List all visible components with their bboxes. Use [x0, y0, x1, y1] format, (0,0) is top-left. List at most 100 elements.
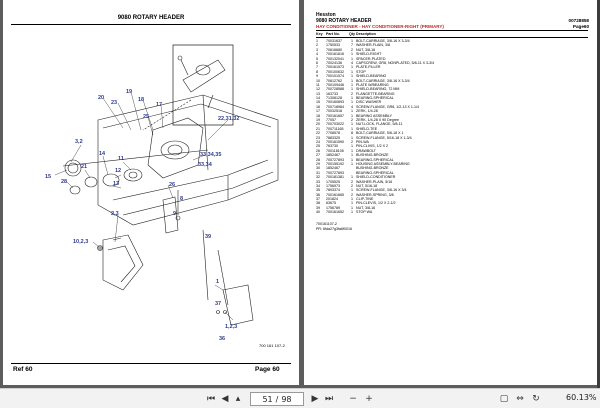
fit-page-icon[interactable]: ▢	[499, 393, 509, 404]
row-part-no: 700109446	[326, 82, 344, 87]
prev-page-icon[interactable]: ◀	[221, 393, 229, 404]
row-qty: 1	[351, 65, 353, 70]
callout-36: 36	[219, 336, 225, 342]
scrollbar[interactable]	[597, 0, 600, 388]
row-key: 23	[316, 135, 320, 140]
zoom-in-icon[interactable]: +	[365, 393, 373, 404]
callout-9: 9	[173, 211, 176, 217]
row-qty: 2	[351, 118, 353, 123]
row-qty: 1	[351, 96, 353, 101]
row-description: FLANGETTE-BEARING	[356, 91, 395, 96]
row-description: SCREW-FLANGE, 3/8-16 X 3/4	[356, 188, 407, 193]
col-part-no: Part No.	[326, 32, 340, 36]
row-key: 1	[316, 39, 318, 43]
row-qty: 1	[351, 69, 353, 74]
callout-12: 12	[115, 168, 121, 174]
row-part-no: 700118105	[326, 148, 344, 153]
row-part-no: 700161665	[326, 192, 344, 197]
row-part-no: 1852467	[326, 166, 340, 171]
row-description: PIN-CLIVIS, 1/2 X 2	[356, 144, 388, 149]
row-description: NUT-LOCK, FLANGE, 5/8-11	[356, 122, 403, 127]
rotate-icon[interactable]: ↻	[532, 393, 540, 404]
callout-25: 25	[143, 114, 149, 120]
row-key: 21	[316, 126, 320, 131]
row-part-no: 70032518	[326, 109, 342, 114]
row-description: NUT, 5/16-18	[356, 183, 378, 188]
row-qty: 1	[351, 74, 353, 79]
row-description: SCREW-FLANGE, 5/16-18 X 1-3/4	[356, 135, 412, 140]
row-part-no: 70616680	[326, 47, 342, 52]
row-qty: 1	[351, 153, 353, 158]
parts-table-header: Key Part No. Qty Description	[316, 32, 588, 36]
drawing-code: 700 161 107-2	[259, 343, 285, 348]
callout-23: 23	[111, 100, 117, 106]
page-number-field[interactable]: 51 / 98	[250, 392, 304, 406]
next-page-icon[interactable]: ▶	[311, 393, 319, 404]
row-part-no: 700155192	[326, 161, 344, 166]
row-key: 7	[316, 65, 318, 70]
row-key: 39	[316, 205, 320, 210]
zoom-level[interactable]: 60.13%	[566, 393, 597, 402]
last-page-icon[interactable]: ⏭	[324, 393, 334, 404]
fit-width-icon[interactable]: ⇔	[516, 393, 524, 404]
row-key: 16	[316, 104, 320, 109]
row-qty: 1	[351, 144, 353, 149]
row-part-no: 700703022	[326, 122, 344, 127]
row-description: DISC WASHER	[356, 100, 382, 105]
title-rule	[11, 24, 291, 25]
row-part-no: 77057	[326, 118, 336, 123]
row-qty: 1	[351, 126, 353, 131]
viewer-toolbar: ⏮ ◀ ▴ 51 / 98 ▶ ⏭ − + ▢ ⇔ ↻ 60.13%	[0, 388, 600, 408]
row-qty: 1	[351, 82, 353, 87]
row-key: 6	[316, 60, 318, 65]
row-description: BEARING ASSEMBLY	[356, 113, 393, 118]
callout-1: 1	[216, 279, 219, 285]
footer-page: Page 60	[255, 366, 280, 373]
row-description: SHIELD-TEE	[356, 126, 378, 131]
callout-15: 15	[45, 174, 51, 180]
row-description: CAPSCREW, GR8, NONPLATED, 5/8-11 X 3-3/4	[356, 60, 435, 65]
parts-code: 00728858	[568, 18, 589, 23]
stepper-icon[interactable]: ▴	[235, 393, 241, 404]
row-description: BOLT-CARRIAGE, 5/8-18 X 1	[356, 131, 404, 136]
row-qty: 7	[351, 43, 353, 48]
row-part-no: 1852467	[326, 153, 340, 158]
row-part-no: 70031637	[326, 39, 342, 43]
col-key: Key	[316, 32, 323, 36]
row-key: 18	[316, 113, 320, 118]
callout-1-2-3: 1,2,3	[225, 324, 237, 330]
row-description: HOUSING ASSEMBLY-BEARING	[356, 161, 410, 166]
total-pages: 98	[281, 394, 292, 404]
row-part-no: 700161590	[326, 139, 344, 144]
first-page-icon[interactable]: ⏮	[206, 393, 216, 404]
row-description: PIN-WA	[356, 139, 369, 144]
row-key: 20	[316, 122, 320, 127]
row-qty: 1	[351, 201, 353, 206]
row-part-no: 700161616	[326, 52, 344, 57]
row-description: ZERK, 1/4-28 X 90 Degree	[356, 118, 399, 123]
row-key: 28	[316, 157, 320, 162]
row-qty: 1	[351, 122, 353, 127]
callout-8: 8	[180, 196, 183, 202]
row-description: BUSHING-BRONZE	[356, 153, 389, 158]
row-key: 3	[316, 47, 318, 52]
zoom-out-icon[interactable]: −	[349, 393, 357, 404]
row-part-no: 700727893	[326, 157, 344, 162]
row-description: SPACER-PLATED	[356, 56, 386, 61]
diagram-page: 9080 ROTARY HEADER	[3, 0, 299, 385]
row-key: 31	[316, 170, 320, 175]
